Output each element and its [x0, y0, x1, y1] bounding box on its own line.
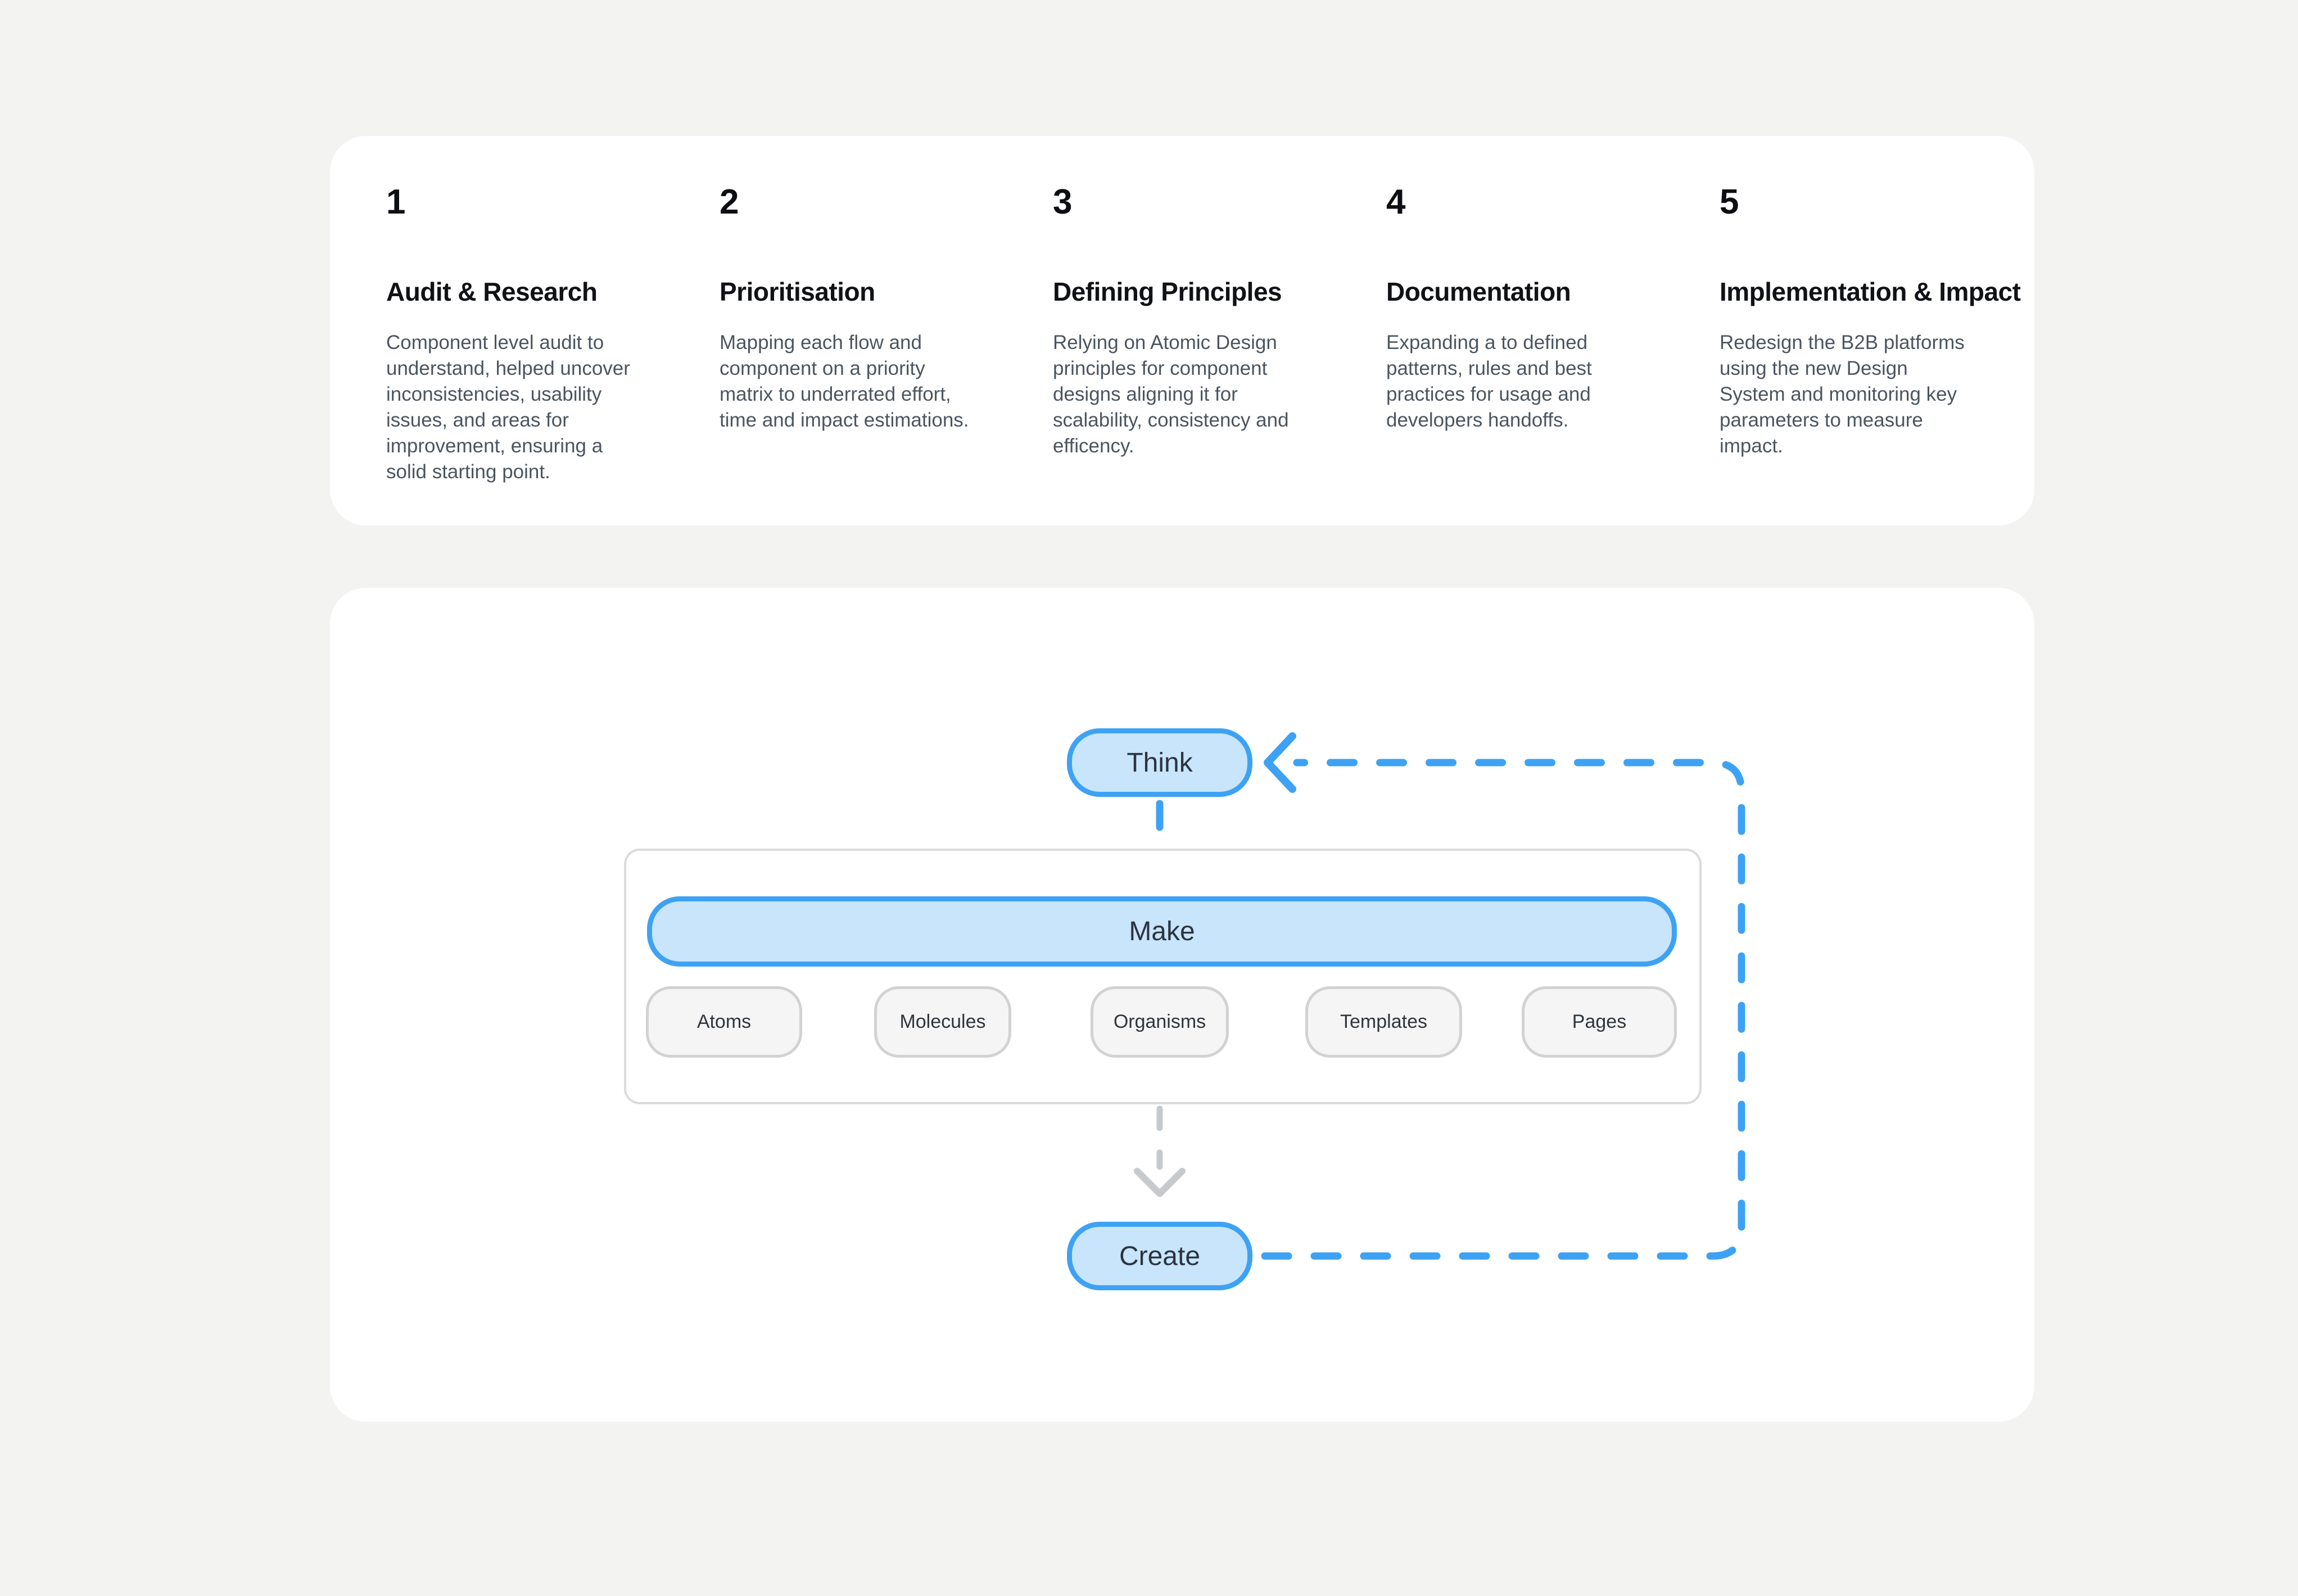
make-bar-label: Make: [1129, 917, 1195, 946]
step-number: 3: [1053, 183, 1072, 221]
stage-box-label: Templates: [1340, 1011, 1427, 1032]
step-title: Defining Principles: [1053, 277, 1282, 306]
process-step-1: 1 Audit & Research Component level audit…: [386, 184, 644, 525]
stage-box-label: Atoms: [696, 1011, 752, 1032]
step-description: Component level audit to understand, hel…: [386, 332, 630, 483]
create-node-label: Create: [1119, 1241, 1201, 1271]
create-to-think-loop-connector: [1261, 759, 1745, 1260]
process-step-2: 2 Prioritisation Mapping each flow and c…: [720, 184, 978, 525]
atomic-design-flow-card: Think Make Atoms Molecules Organisms Tem…: [330, 588, 2034, 1422]
step-number: 2: [720, 183, 739, 221]
stage-box-label: Pages: [1572, 1011, 1627, 1032]
process-step-4: 4 Documentation Expanding a to defined p…: [1386, 184, 1644, 525]
step-number: 5: [1720, 183, 1739, 221]
arrow-left-icon: [1264, 732, 1296, 793]
stage-box-pages: Pages: [1522, 986, 1677, 1058]
step-description: Mapping each flow and component on a pri…: [720, 332, 969, 431]
step-description: Redesign the B2B platforms using the new…: [1720, 332, 1965, 457]
create-node: Create: [1067, 1222, 1252, 1290]
stage-box-label: Organisms: [1113, 1011, 1206, 1032]
step-title: Prioritisation: [720, 277, 875, 306]
step-title: Implementation & Impact: [1720, 277, 2021, 306]
step-description: Relying on Atomic Design principles for …: [1053, 332, 1289, 457]
step-number: 4: [1386, 183, 1405, 221]
arrow-down-gray-icon: [1134, 1168, 1186, 1197]
step-title: Audit & Research: [386, 277, 598, 306]
think-node-label: Think: [1127, 747, 1193, 778]
step-description: Expanding a to defined patterns, rules a…: [1386, 332, 1592, 431]
stage-box-atoms: Atoms: [646, 986, 802, 1058]
make-bar: Make: [647, 896, 1677, 967]
stage-box-label: Molecules: [899, 1011, 986, 1032]
stage-box-templates: Templates: [1305, 986, 1462, 1058]
stage-box-molecules: Molecules: [874, 986, 1011, 1058]
step-title: Documentation: [1386, 277, 1571, 306]
make-container: Make Atoms Molecules Organisms Templates…: [624, 849, 1702, 1104]
process-step-3: 3 Defining Principles Relying on Atomic …: [1053, 184, 1311, 525]
think-node: Think: [1067, 728, 1252, 797]
process-steps-card: 1 Audit & Research Component level audit…: [330, 136, 2034, 525]
stage-box-organisms: Organisms: [1091, 986, 1229, 1058]
step-number: 1: [386, 183, 405, 221]
process-step-5: 5 Implementation & Impact Redesign the B…: [1720, 183, 2021, 525]
